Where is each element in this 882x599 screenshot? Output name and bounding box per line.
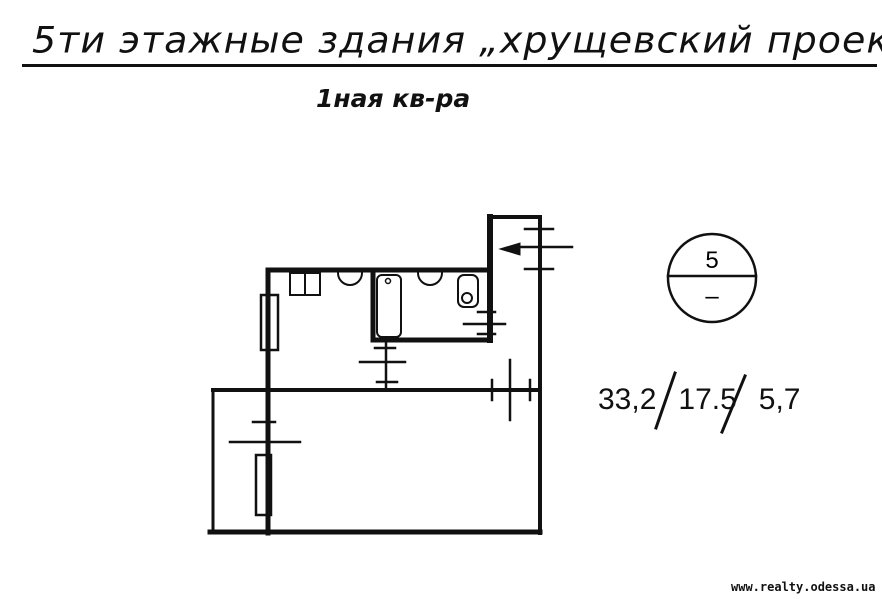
wall-bathroom — [370, 267, 490, 343]
door-marks — [228, 227, 574, 444]
floor-marker-lower: – — [705, 283, 719, 310]
floor-number: 5 — [705, 247, 718, 274]
watermark: www.realty.odessa.ua — [731, 580, 876, 594]
area-slash — [654, 371, 677, 430]
entrance-arrow-icon — [498, 242, 521, 256]
toilet — [457, 274, 479, 308]
wall-corridor — [488, 215, 542, 535]
area-figures: 33,2 17.5 5,7 — [598, 383, 801, 417]
sink-kitchen — [336, 271, 364, 286]
bathtub — [376, 274, 402, 338]
apartment-type: 1ная кв-ра — [316, 84, 471, 113]
window-kitchen — [259, 293, 280, 352]
area-total: 33,2 — [598, 383, 657, 416]
page-title: 5ти этажные здания „хрущевский проект — [32, 19, 882, 61]
floor-marker-circle — [666, 232, 758, 324]
area-living: 17.5 — [678, 383, 737, 416]
sink-bathroom — [416, 271, 444, 286]
area-kitchen: 5,7 — [758, 383, 801, 416]
area-slash — [720, 374, 747, 434]
window-room — [254, 453, 273, 517]
title-underline — [22, 64, 877, 67]
